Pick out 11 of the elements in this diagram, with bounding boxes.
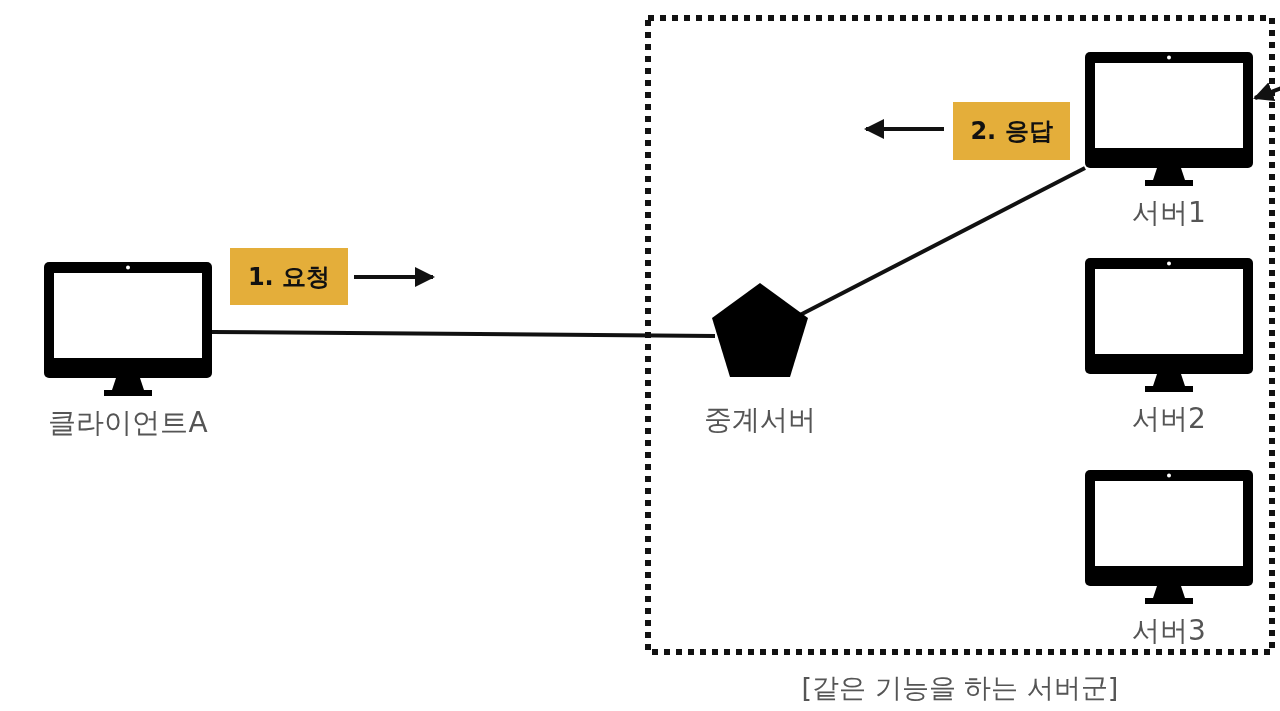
connector-line <box>212 330 715 338</box>
step-label: 2. 응답 <box>953 102 1070 160</box>
group-caption: [같은 기능을 하는 서버군] <box>800 671 1120 705</box>
step-label: 1. 요청 <box>230 248 348 305</box>
device-label: 클라이언트A <box>47 405 209 441</box>
connector-line <box>799 166 1086 317</box>
device-label: 서버2 <box>1131 401 1207 437</box>
connector-line <box>1253 82 1280 102</box>
device-label: 중계서버 <box>703 402 817 438</box>
device-label: 서버1 <box>1131 195 1207 231</box>
device-label: 서버3 <box>1131 613 1207 649</box>
